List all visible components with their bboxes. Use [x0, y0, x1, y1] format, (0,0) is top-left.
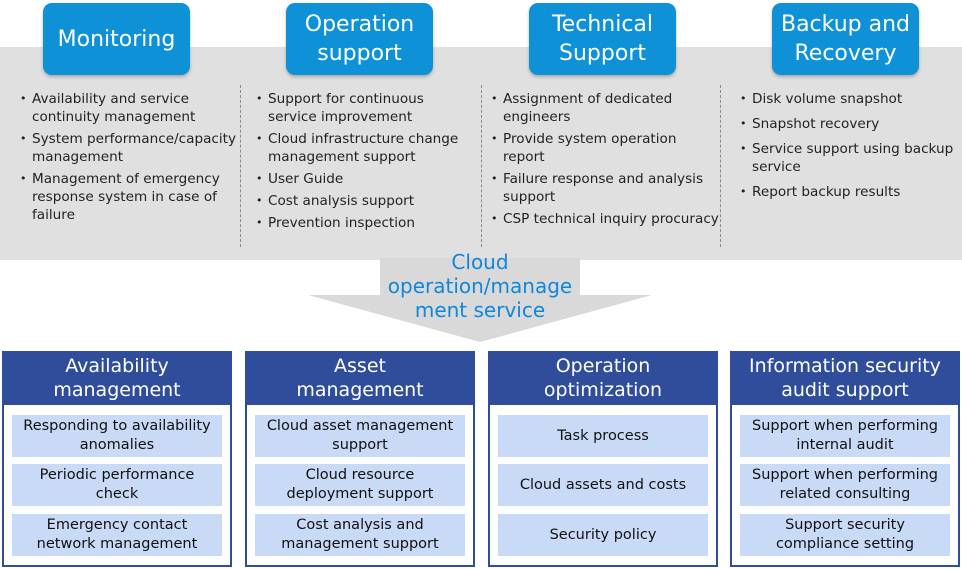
card-asset-management: Asset management Cloud asset management … — [245, 351, 475, 567]
card-operation-optimization: Operation optimization Task process Clou… — [488, 351, 718, 567]
card-item: Cost analysis and management support — [255, 514, 465, 556]
card-availability-management: Availability management Responding to av… — [2, 351, 232, 567]
card-information-security-audit: Information security audit support Suppo… — [730, 351, 960, 567]
list-item: Failure response and analysis support — [491, 170, 721, 206]
card-item: Cloud resource deployment support — [255, 464, 465, 506]
card-title: Information security audit support — [730, 351, 960, 405]
monitoring-list: Availability and service continuity mana… — [20, 90, 238, 228]
list-item: Snapshot recovery — [740, 115, 958, 133]
list-item: Disk volume snapshot — [740, 90, 958, 108]
list-item: CSP technical inquiry procuracy — [491, 210, 721, 228]
column-divider — [481, 85, 482, 247]
list-item: Provide system operation report — [491, 130, 721, 166]
card-item: Cloud asset management support — [255, 415, 465, 457]
card-title: Operation optimization — [488, 351, 718, 405]
list-item: Cost analysis support — [256, 192, 474, 210]
column-divider — [720, 85, 721, 247]
column-divider — [240, 85, 241, 247]
backup-recovery-list: Disk volume snapshot Snapshot recovery S… — [740, 90, 958, 205]
card-item: Security policy — [498, 514, 708, 556]
card-item: Support when performing related consulti… — [740, 464, 950, 506]
technical-support-list: Assignment of dedicated engineers Provid… — [491, 90, 721, 232]
tab-backup-recovery: Backup and Recovery — [772, 3, 919, 75]
card-title: Availability management — [2, 351, 232, 405]
tab-monitoring: Monitoring — [43, 3, 190, 75]
list-item: User Guide — [256, 170, 474, 188]
card-item: Responding to availability anomalies — [12, 415, 222, 457]
list-item: Availability and service continuity mana… — [20, 90, 238, 126]
list-item: System performance/capacity management — [20, 130, 238, 166]
list-item: Support for continuous service improveme… — [256, 90, 474, 126]
card-item: Periodic performance check — [12, 464, 222, 506]
list-item: Management of emergency response system … — [20, 170, 238, 224]
card-item: Support when performing internal audit — [740, 415, 950, 457]
card-item: Emergency contact network management — [12, 514, 222, 556]
list-item: Report backup results — [740, 183, 958, 201]
card-item: Task process — [498, 415, 708, 457]
card-title: Asset management — [245, 351, 475, 405]
list-item: Cloud infrastructure change management s… — [256, 130, 474, 166]
card-item: Cloud assets and costs — [498, 464, 708, 506]
list-item: Service support using backup service — [740, 140, 958, 176]
card-item: Support security compliance setting — [740, 514, 950, 556]
operation-support-list: Support for continuous service improveme… — [256, 90, 474, 236]
list-item: Assignment of dedicated engineers — [491, 90, 721, 126]
tab-operation-support: Operation support — [286, 3, 433, 75]
list-item: Prevention inspection — [256, 214, 474, 232]
center-service-label: Cloud operation/manage ment service — [387, 250, 573, 322]
tab-technical-support: Technical Support — [529, 3, 676, 75]
